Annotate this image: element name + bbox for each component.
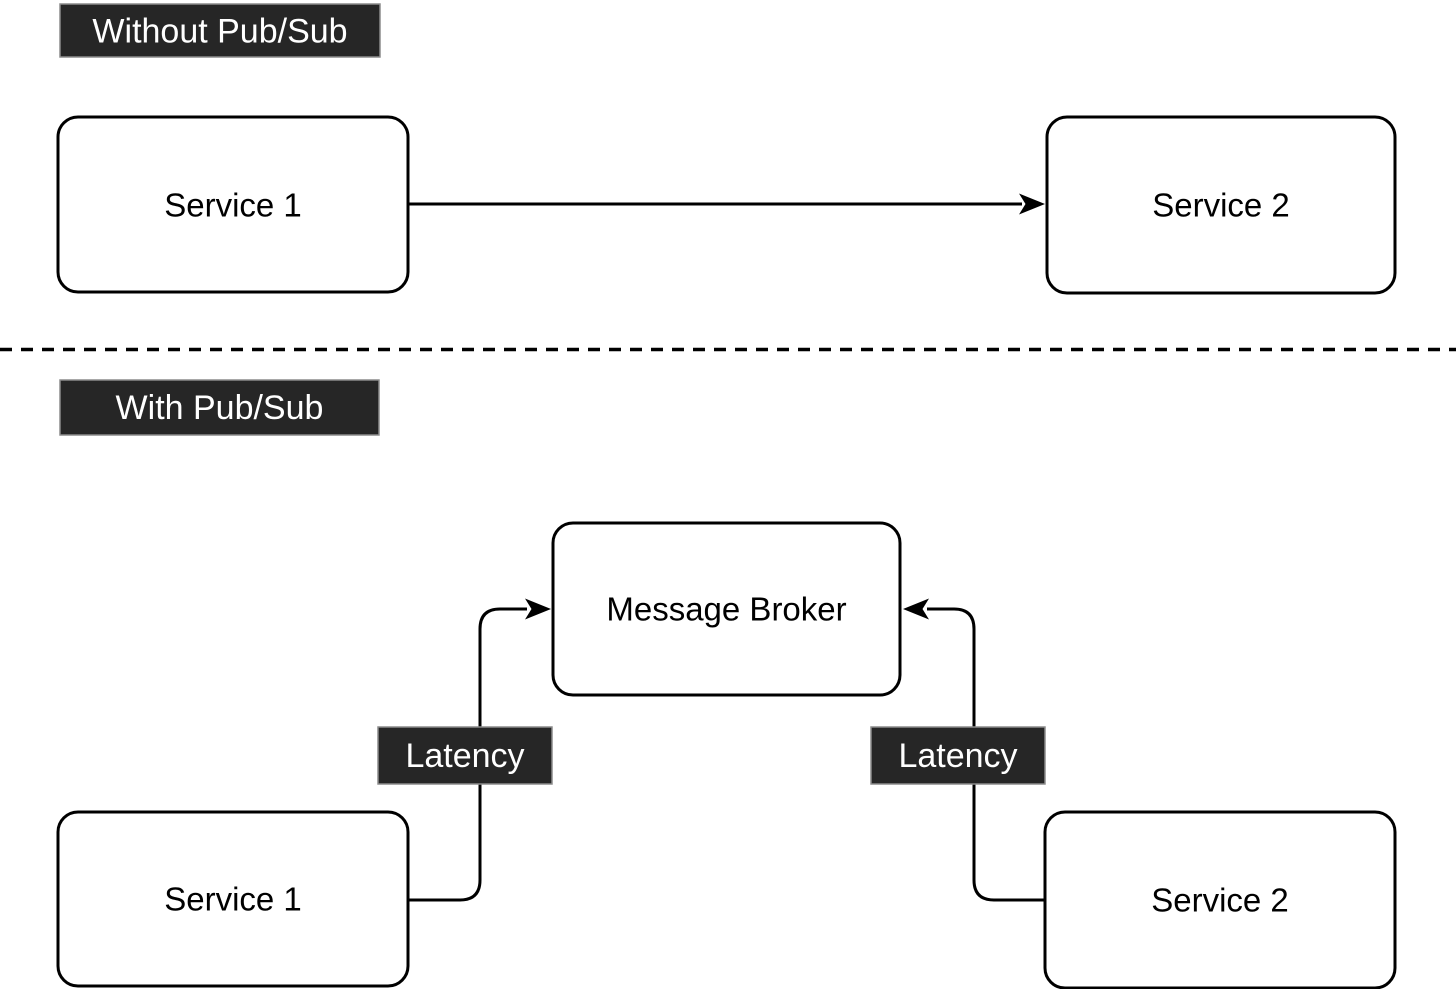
node-service2-bottom-label: Service 2 xyxy=(1151,882,1289,919)
node-message-broker xyxy=(551,521,902,697)
with-pubsub-label-box xyxy=(59,379,380,436)
arrowhead-right-icon xyxy=(1019,193,1045,215)
node-service1-top xyxy=(56,115,410,294)
node-service1-bottom xyxy=(56,810,410,988)
without-pubsub-label: Without Pub/Sub xyxy=(92,13,347,51)
with-pubsub-label: With Pub/Sub xyxy=(116,389,324,427)
node-service1-top-label: Service 1 xyxy=(164,187,302,224)
arrowhead-broker-left-icon xyxy=(525,598,551,620)
node-service1-bottom-label: Service 1 xyxy=(164,881,302,918)
latency-right-label: Latency xyxy=(898,737,1017,775)
section-without-pubsub: Without Pub/Sub Service 1 Service 2 xyxy=(56,3,1397,295)
section-with-pubsub: With Pub/Sub Message Broker Latency Late… xyxy=(56,379,1397,989)
node-service2-top-label: Service 2 xyxy=(1152,187,1290,224)
node-service2-bottom xyxy=(1043,810,1397,989)
arrowhead-broker-right-icon xyxy=(903,598,929,620)
latency-right-label-box xyxy=(870,726,1046,785)
latency-left-label-box xyxy=(377,726,553,785)
latency-left-label: Latency xyxy=(405,737,524,775)
without-pubsub-label-box xyxy=(59,3,381,58)
node-service2-top xyxy=(1045,115,1397,295)
node-message-broker-label: Message Broker xyxy=(606,591,846,628)
